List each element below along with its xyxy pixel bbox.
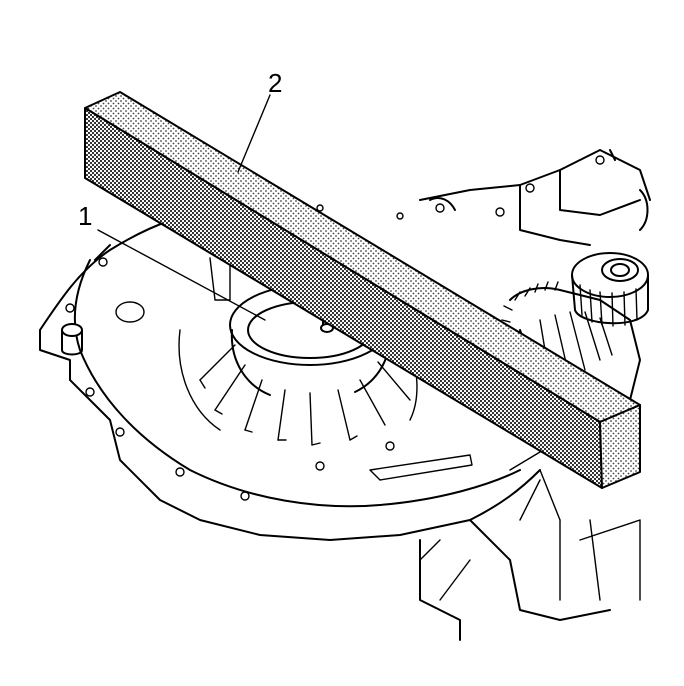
leader-line-1 — [97, 229, 266, 321]
callout-label-2: 2 — [268, 68, 282, 98]
output-shaft-gear — [571, 252, 649, 327]
leader-line-2 — [237, 94, 271, 173]
callout-label-1: 1 — [78, 201, 92, 231]
callout-leaders — [97, 94, 271, 321]
transaxle-case — [39, 149, 651, 641]
straight-edge-board — [84, 91, 641, 489]
